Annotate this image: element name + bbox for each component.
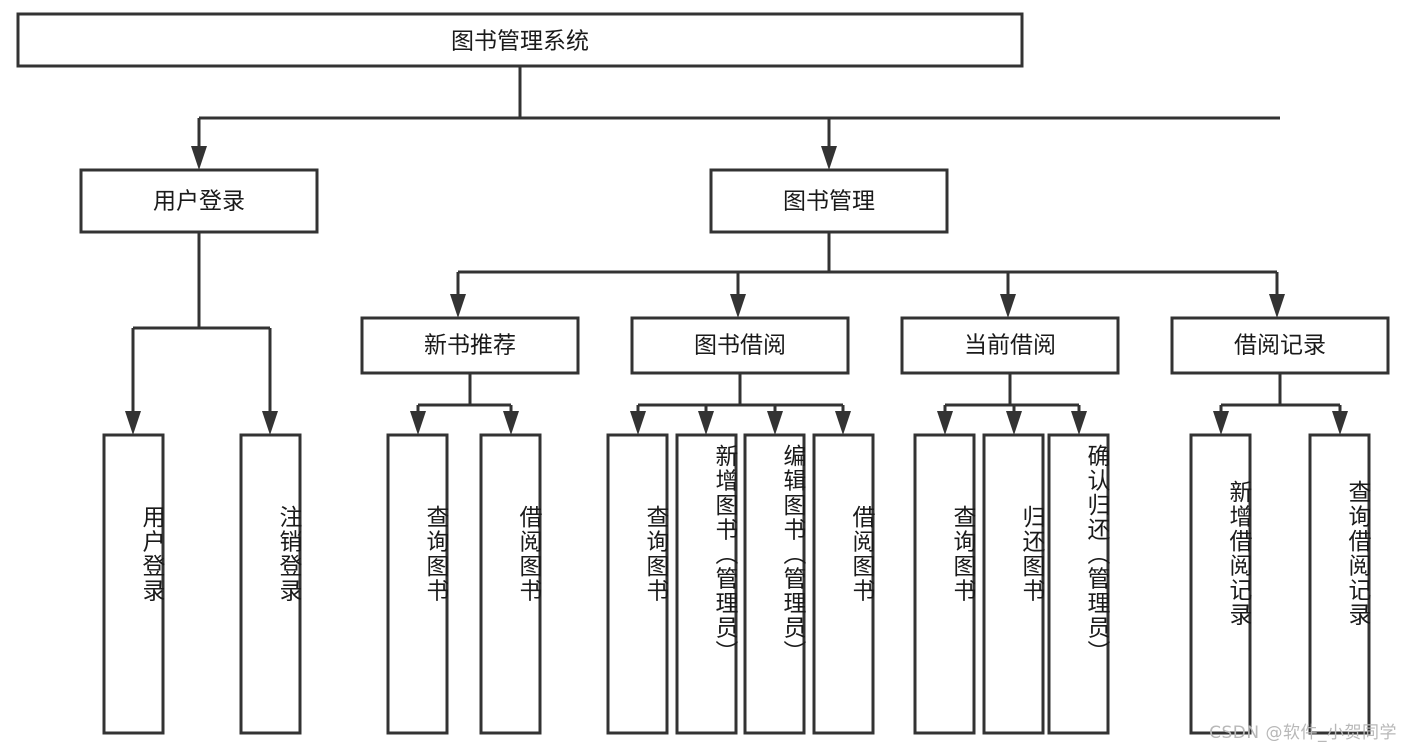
node-borrow-record[interactable]: 借阅记录 [1170,316,1390,375]
node-new-book-box[interactable] [360,316,580,375]
leaf-box-borrow-record-0[interactable] [1189,433,1252,735]
node-root-box[interactable] [16,12,1024,68]
connector-current-borrow-to-leaves [937,373,1087,435]
node-borrow-record-label: 借阅记录 [1234,333,1326,359]
arrow-head-to-borrow-record [1269,294,1285,318]
arrow-head-leaf-borrow-record-0 [1213,411,1229,435]
arrow-head-leaf-borrow-record-1 [1332,411,1348,435]
node-current-borrow[interactable]: 当前借阅 [900,316,1120,375]
node-current-borrow-box[interactable] [900,316,1120,375]
node-book-borrow-label: 图书借阅 [694,333,786,359]
node-book-borrow[interactable]: 图书借阅 [630,316,850,375]
arrow-head-leaf-book-borrow-3 [835,411,851,435]
node-current-borrow-label: 当前借阅 [964,333,1056,359]
leaf-box-book-borrow-2[interactable] [743,433,806,735]
arrow-head-leaf-current-borrow-0 [937,411,953,435]
leaf-box-new-book-1[interactable] [479,433,542,735]
leaf-box-borrow-record-1[interactable] [1308,433,1371,735]
arrow-head-to-book-borrow [730,294,746,318]
csdn-watermark: CSDN @软件_小贺同学 [1209,723,1397,743]
leaf-box-user-login-1[interactable] [239,433,302,735]
node-root[interactable]: 图书管理系统 [16,12,1024,68]
node-book-manage[interactable]: 图书管理 [709,168,949,234]
arrow-head-leaf-book-borrow-0 [630,411,646,435]
arrow-head-to-new-book [450,294,466,318]
arrow-head-leaf-book-borrow-2 [767,411,783,435]
node-new-book[interactable]: 新书推荐 [360,316,580,375]
node-user-login[interactable]: 用户登录 [79,168,319,234]
leaf-box-user-login-0[interactable] [102,433,165,735]
node-root-label: 图书管理系统 [451,29,589,55]
connector-book-manage-to-level3 [450,232,1285,318]
leaf-box-new-book-0[interactable] [386,433,449,735]
connector-new-book-to-leaves [410,373,519,435]
leaf-box-book-borrow-1[interactable] [675,433,738,735]
arrow-head-leaf-book-borrow-1 [698,411,714,435]
arrow-head-leaf-user-login-1 [262,411,278,435]
leaf-box-current-borrow-1[interactable] [982,433,1045,735]
node-user-login-label: 用户登录 [153,189,245,215]
connector-borrow-record-to-leaves [1213,373,1348,435]
arrow-head-leaf-current-borrow-2 [1071,411,1087,435]
node-book-manage-label: 图书管理 [783,189,875,215]
leaf-box-current-borrow-2[interactable] [1047,433,1110,735]
arrow-head-leaf-new-book-1 [503,411,519,435]
leaf-box-book-borrow-0[interactable] [606,433,669,735]
arrow-head-to-book-manage [821,146,837,170]
arrow-head-leaf-new-book-0 [410,411,426,435]
connector-user-login-to-leaves [125,232,278,435]
arrow-head-to-user-login [191,146,207,170]
leaf-box-book-borrow-3[interactable] [812,433,875,735]
node-new-book-label: 新书推荐 [424,333,516,359]
arrow-head-to-current-borrow [1000,294,1016,318]
leaf-box-current-borrow-0[interactable] [913,433,976,735]
connector-book-borrow-to-leaves [630,373,851,435]
arrow-head-leaf-user-login-0 [125,411,141,435]
arrow-head-leaf-current-borrow-1 [1006,411,1022,435]
connector-root-to-level2 [191,66,1280,170]
node-user-login-box[interactable] [79,168,319,234]
